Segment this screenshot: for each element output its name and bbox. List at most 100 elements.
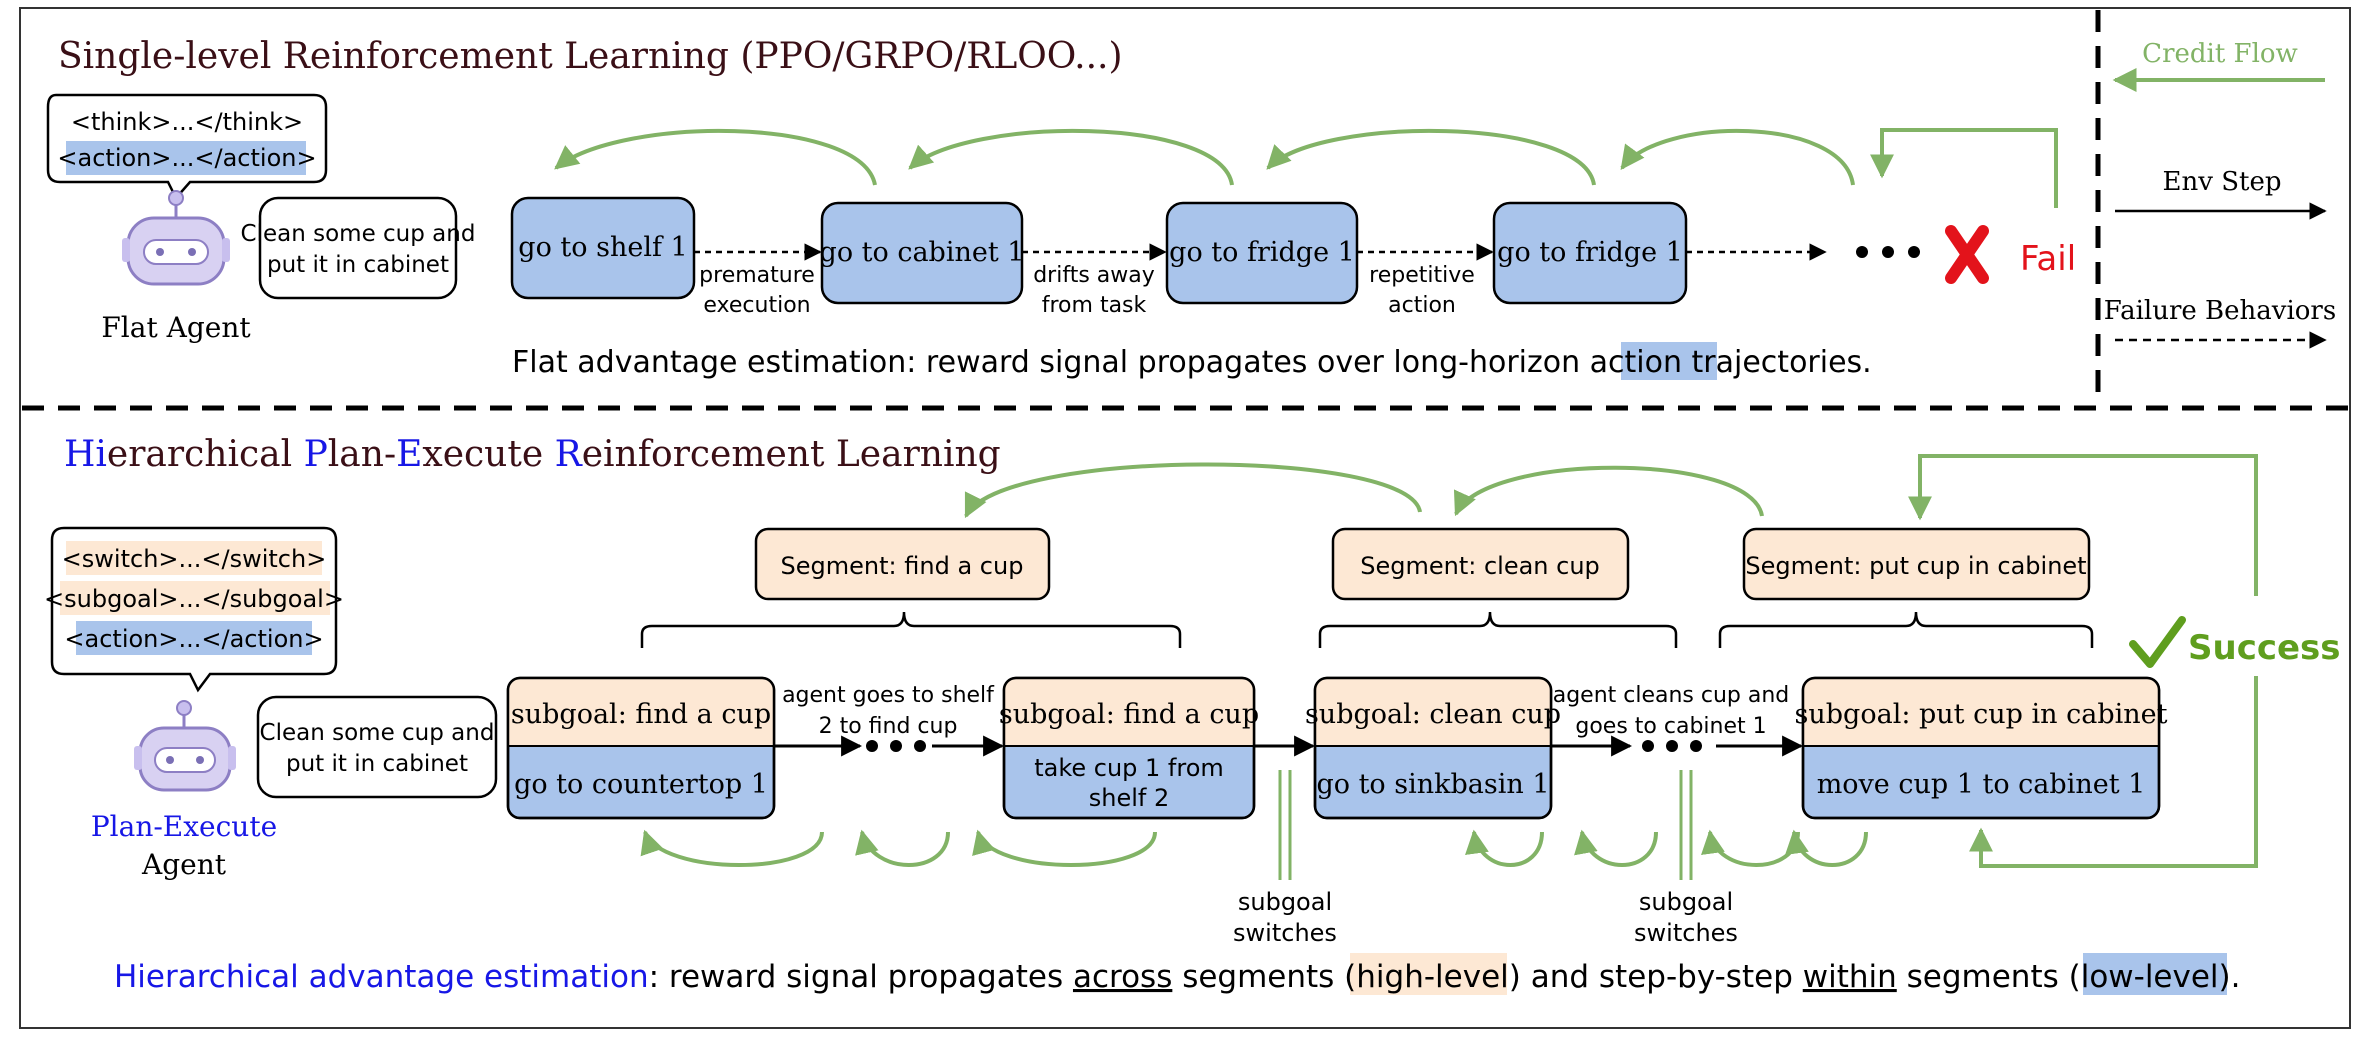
bottom-step-3: subgoal: clean cup go to sinkbasin 1: [1305, 676, 1561, 820]
low-credit-curve-4: [1465, 829, 1544, 867]
top-credit-curve-3: [1266, 128, 1596, 186]
top-task-box: Clean some cup and put it in cabinet: [241, 196, 476, 300]
top-step-1: go to shelf 1: [510, 196, 696, 300]
top-step-2-label: go to cabinet 1: [820, 237, 1025, 268]
flat-agent-robot-icon: [122, 190, 230, 286]
bottom-high-level-credit-flow: [964, 454, 2258, 596]
bottom-step-1-subgoal: subgoal: find a cup: [511, 699, 771, 730]
title-part-1b: erarchical: [107, 434, 304, 475]
caption-part-8: segments (: [1897, 959, 2081, 995]
caption-part-2: : reward signal propagates: [649, 959, 1073, 995]
subgoal-switch-1-line1: subgoal: [1238, 888, 1332, 916]
top-step-3-label: go to fridge 1: [1169, 237, 1355, 268]
high-credit-curve-2: [1454, 465, 1764, 517]
top-section: Single-level Reinforcement Learning (PPO…: [46, 36, 2076, 380]
top-bubble-action: <action>...</action>: [57, 144, 316, 172]
top-step-3: go to fridge 1: [1165, 201, 1359, 305]
bottom-note-1-line1: agent goes to shelf: [782, 683, 995, 708]
bottom-task-box: Clean some cup and put it in cabinet: [256, 695, 498, 799]
top-credit-fail-loop: [1870, 128, 2058, 208]
title-part-3a: E: [396, 434, 422, 475]
fail-x-icon: [1945, 225, 1989, 284]
bottom-low-level-credit-flow: [640, 676, 2258, 868]
bottom-caption: Hierarchical advantage estimation: rewar…: [114, 959, 2241, 995]
low-credit-curve-5: [1574, 829, 1658, 867]
top-step-1-label: go to shelf 1: [518, 232, 687, 263]
segment-2-box: Segment: clean cup: [1331, 527, 1630, 601]
low-credit-curve-2: [855, 829, 950, 867]
flat-agent-label: Flat Agent: [101, 311, 251, 344]
bottom-step-4-action: move cup 1 to cabinet 1: [1817, 769, 2146, 800]
caption-high-level-highlight: [1350, 953, 1507, 995]
caption-low-level-highlight: [2083, 953, 2227, 995]
low-credit-curve-6: [1701, 829, 1800, 867]
success-label: Success: [2188, 628, 2341, 668]
bottom-step-1-action: go to countertop 1: [514, 769, 768, 800]
bottom-section: Hierarchical Plan-Execute Reinforcement …: [44, 434, 2341, 995]
segment-3-box: Segment: put cup in cabinet: [1742, 527, 2091, 601]
top-bubble-action-highlight: [66, 141, 306, 175]
bottom-step-1: subgoal: find a cup go to countertop 1: [506, 676, 776, 820]
top-failure-2-line1: drifts away: [1033, 263, 1155, 288]
bottom-section-title: Hierarchical Plan-Execute Reinforcement …: [64, 434, 1001, 475]
top-credit-flow: [554, 128, 2058, 208]
bottom-ellipsis-2: [1642, 740, 1702, 752]
legend-failure-behaviors-label: Failure Behaviors: [2104, 296, 2336, 326]
top-credit-curve-4: [1620, 128, 1855, 186]
top-caption: Flat advantage estimation: reward signal…: [512, 345, 1872, 380]
title-part-2b: lan-: [328, 434, 396, 475]
top-task-line1: Clean some cup and: [241, 221, 476, 247]
bottom-note-1-line2: 2 to find cup: [819, 714, 958, 739]
low-credit-curve-7: [1785, 829, 1868, 867]
top-failure-3-line2: action: [1388, 293, 1456, 318]
top-failure-1-line1: premature: [699, 263, 815, 288]
bubble-action-highlight: [76, 621, 312, 655]
segment-2-brace: [1318, 611, 1678, 648]
top-caption-highlight: [1621, 342, 1717, 380]
caption-part-6: ) and step-by-step: [1509, 959, 1803, 995]
top-bubble-think: <think>...</think>: [71, 108, 303, 136]
top-failure-2-line2: from task: [1042, 293, 1147, 318]
legend-env-step-label: Env Step: [2163, 167, 2282, 197]
legend: Credit Flow Env Step Failure Behaviors: [2104, 39, 2336, 349]
low-credit-curve-3: [972, 829, 1157, 867]
bubble-switch-highlight: [66, 541, 322, 575]
bottom-step-3-subgoal: subgoal: clean cup: [1305, 699, 1561, 730]
success-credit-return: [1969, 676, 2258, 868]
plan-execute-agent-label-1: Plan-Execute: [91, 810, 277, 843]
top-task-line2: put it in cabinet: [267, 252, 449, 278]
bottom-note-2-line2: goes to cabinet 1: [1575, 714, 1766, 739]
top-ellipsis: [1856, 246, 1920, 258]
top-credit-curve-1: [554, 128, 877, 186]
bottom-step-2: subgoal: find a cup take cup 1 from shel…: [999, 676, 1259, 820]
subgoal-switch-2-line1: subgoal: [1639, 888, 1733, 916]
top-credit-curve-2: [908, 128, 1234, 186]
top-failure-1-line2: execution: [703, 293, 810, 318]
top-step-4: go to fridge 1: [1492, 201, 1688, 305]
success-checkmark-icon: [2129, 616, 2186, 668]
top-section-title: Single-level Reinforcement Learning (PPO…: [58, 36, 1123, 77]
subgoal-switch-marker-1: [1278, 770, 1292, 880]
top-speech-bubble: <think>...</think> <action>...</action>: [46, 93, 328, 201]
top-caption-highlight-word: action: [1590, 345, 1682, 380]
title-part-3b: xecute: [422, 434, 554, 475]
caption-part-4: segments (: [1172, 959, 1356, 995]
caption-part-9: low-level: [2081, 959, 2219, 995]
caption-part-7: within: [1803, 959, 1897, 995]
success-credit-loop: [1908, 454, 2258, 596]
bottom-bubble-switch: <switch>...</switch>: [62, 545, 327, 573]
title-part-4b: einforcement Learning: [582, 434, 1001, 475]
segment-1-label: Segment: find a cup: [781, 552, 1024, 580]
bottom-step-3-action: go to sinkbasin 1: [1316, 769, 1549, 800]
title-part-2a: P: [304, 434, 328, 475]
segment-1-brace: [640, 611, 1182, 648]
bottom-step-2-action-line2: shelf 2: [1089, 784, 1170, 812]
bottom-speech-bubble: <switch>...</switch> <subgoal>...</subgo…: [44, 526, 344, 693]
bottom-ellipsis-1: [866, 740, 926, 752]
bottom-task-line1: Clean some cup and: [260, 720, 495, 746]
bubble-subgoal-highlight: [60, 581, 330, 615]
caption-part-1: Hierarchical advantage estimation: [114, 959, 649, 995]
plan-execute-agent-robot-icon: [134, 700, 236, 792]
outer-frame: [19, 7, 2351, 1029]
